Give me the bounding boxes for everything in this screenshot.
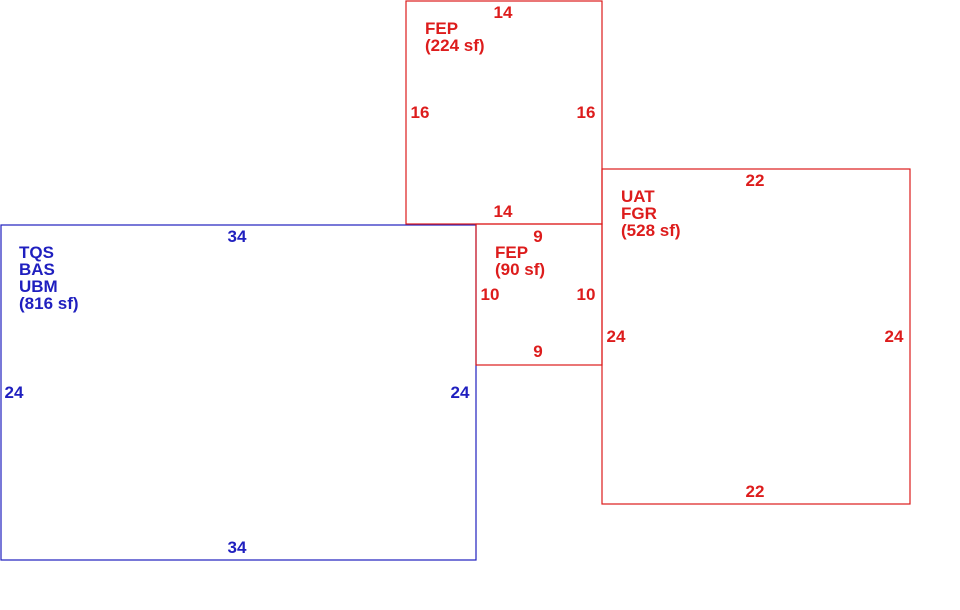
area-main: TQS BAS UBM (816 sf) 34 34 24 24	[0, 224, 477, 561]
area-fep-lower-dim-top: 9	[533, 227, 542, 246]
area-main-dim-bottom: 34	[228, 538, 247, 557]
area-fep-lower-sqft: (90 sf)	[495, 260, 545, 279]
area-fep-upper-dim-top: 14	[494, 3, 513, 22]
area-fep-lower-dim-bottom: 9	[533, 342, 542, 361]
area-garage-sqft: (528 sf)	[621, 221, 681, 240]
area-main-dim-top: 34	[228, 227, 247, 246]
area-fep-lower-label: FEP	[495, 243, 528, 262]
area-garage: UAT FGR (528 sf) 22 22 24 24	[601, 168, 911, 505]
area-fep-upper-dim-right: 16	[577, 103, 596, 122]
area-fep-upper-label: FEP	[425, 19, 458, 38]
area-garage-label-2: FGR	[621, 204, 657, 223]
area-main-dim-right: 24	[451, 383, 470, 402]
area-fep-upper-dim-bottom: 14	[494, 202, 513, 221]
area-garage-dim-bottom: 22	[746, 482, 765, 501]
area-garage-label-1: UAT	[621, 187, 655, 206]
area-fep-upper-sqft: (224 sf)	[425, 36, 485, 55]
area-fep-upper-dim-left: 16	[411, 103, 430, 122]
area-main-outline	[0, 224, 477, 561]
area-main-label-2: BAS	[19, 260, 55, 279]
area-garage-dim-left: 24	[607, 327, 626, 346]
area-fep-upper: FEP (224 sf) 14 14 16 16	[405, 0, 603, 225]
area-main-dim-left: 24	[5, 383, 24, 402]
area-main-label-3: UBM	[19, 277, 58, 296]
area-garage-dim-top: 22	[746, 171, 765, 190]
area-fep-lower-dim-right: 10	[577, 285, 596, 304]
area-fep-lower: FEP (90 sf) 9 9 10 10	[475, 223, 603, 366]
area-main-sqft: (816 sf)	[19, 294, 79, 313]
area-garage-dim-right: 24	[885, 327, 904, 346]
area-main-label-1: TQS	[19, 243, 54, 262]
area-garage-outline	[601, 168, 911, 505]
area-fep-lower-dim-left: 10	[481, 285, 500, 304]
